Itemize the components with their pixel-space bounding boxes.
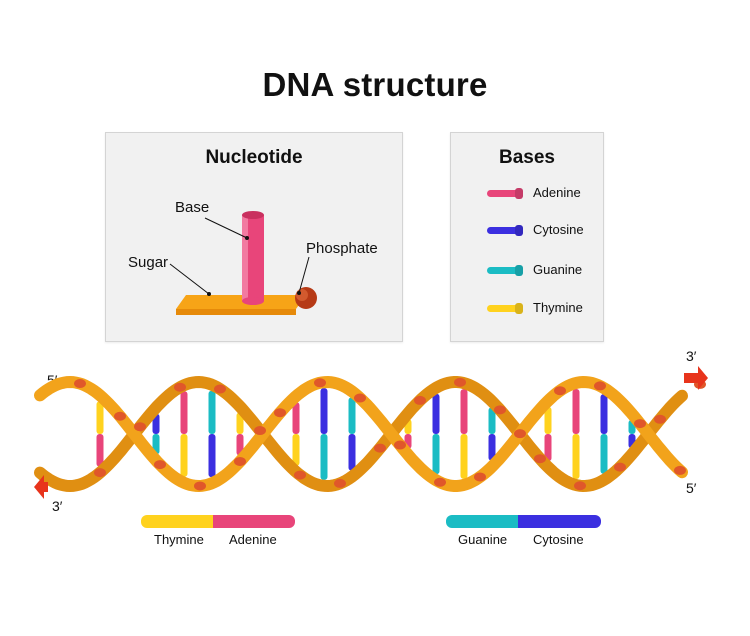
base-pair-top xyxy=(292,402,300,434)
adenine-bar xyxy=(213,515,295,528)
sugar-label: Sugar xyxy=(128,254,169,271)
base-pair-bottom xyxy=(348,434,356,471)
base-pair-bottom xyxy=(432,434,440,475)
cytosine-swatch xyxy=(487,227,519,234)
phosphate-dot xyxy=(414,395,426,405)
nucleotide-heading: Nucleotide xyxy=(205,147,303,168)
phosphate-dot xyxy=(454,377,466,387)
helix-bottom-left-end: 3′ xyxy=(52,498,63,514)
base-pair-top xyxy=(460,389,468,434)
phosphate-dot xyxy=(354,393,366,403)
phosphate-dot xyxy=(174,382,186,392)
base-pair-top xyxy=(544,406,552,434)
base-pair-top xyxy=(208,390,216,434)
cytosine-bar xyxy=(518,515,601,528)
guanine-swatch xyxy=(487,267,519,274)
base-pair-top xyxy=(320,388,328,434)
phosphate-dot xyxy=(474,472,486,482)
pair-label-guanine: Guanine xyxy=(458,532,508,547)
base-pair-bottom xyxy=(208,434,216,478)
phosphate-dot xyxy=(334,478,346,488)
phosphate-dot xyxy=(314,378,326,388)
phosphate-dot xyxy=(594,381,606,391)
legend-label: Thymine xyxy=(533,300,583,315)
base-pair-bottom xyxy=(236,434,244,456)
page-title: DNA structure xyxy=(262,66,488,103)
pair-label-adenine: Adenine xyxy=(229,532,277,547)
bases-heading: Bases xyxy=(499,147,555,168)
phosphate-label: Phosphate xyxy=(306,240,378,257)
phosphate-dot xyxy=(574,481,586,491)
pair-label-thymine: Thymine xyxy=(154,532,204,547)
helix-bottom-right-end: 5′ xyxy=(686,480,697,496)
bases-panel: Bases Adenine Cytosine Guanine Thymine xyxy=(450,132,604,342)
phosphate-dot xyxy=(654,414,666,424)
phosphate-dot xyxy=(294,470,306,480)
base-pair-top xyxy=(600,394,608,434)
adenine-swatch xyxy=(487,190,519,197)
base-pair-top xyxy=(180,391,188,434)
base-pair-top xyxy=(432,393,440,434)
phosphate-dot xyxy=(74,379,86,389)
phosphate-dot xyxy=(374,443,386,453)
base-pair-bottom xyxy=(600,434,608,474)
base-pair-top xyxy=(236,412,244,434)
pair-label-cytosine: Cytosine xyxy=(533,532,584,547)
phosphate-dot xyxy=(514,429,526,439)
nucleotide-panel: Nucleotide Base Sugar Phosphate xyxy=(105,132,403,342)
base-pair-bottom xyxy=(292,434,300,466)
phosphate-dot xyxy=(394,440,406,450)
phosphate-dot xyxy=(214,384,226,394)
phosphate-dot xyxy=(194,481,206,491)
phosphate-dot xyxy=(94,468,106,478)
phosphate-dot xyxy=(494,405,506,415)
phosphate-dot xyxy=(614,462,626,472)
left-arrow-icon xyxy=(34,475,48,499)
helix-top-right-end: 3′ xyxy=(686,348,697,364)
helix-top-left-end: 5′ xyxy=(47,372,58,388)
thymine-swatch xyxy=(487,305,519,312)
base-pair-bottom xyxy=(572,434,580,480)
legend-label: Guanine xyxy=(533,262,583,277)
phosphate-dot xyxy=(534,454,546,464)
base-pair-top xyxy=(348,397,356,434)
base-pair-bottom xyxy=(320,434,328,480)
phosphate-dot xyxy=(114,411,126,421)
base-pair-top xyxy=(488,407,496,434)
legend-label: Cytosine xyxy=(533,222,584,237)
phosphate-dot xyxy=(434,477,446,487)
phosphate-dot xyxy=(134,422,146,432)
base-label: Base xyxy=(175,199,210,216)
right-arrow-icon xyxy=(684,366,708,390)
phosphate-dot xyxy=(254,426,266,436)
phosphate-dot xyxy=(154,460,166,470)
guanine-bar xyxy=(446,515,526,528)
phosphate-dot xyxy=(274,408,286,418)
base-pair-bottom xyxy=(488,434,496,461)
base-pair-bottom xyxy=(96,434,104,467)
base-pair-bottom xyxy=(544,434,552,462)
base-pair-top xyxy=(572,388,580,434)
base-pair-bottom xyxy=(180,434,188,477)
nucleotide-illustration xyxy=(169,211,317,315)
legend-label: Adenine xyxy=(533,185,581,200)
phosphate-dot xyxy=(634,419,646,429)
thymine-bar xyxy=(141,515,221,528)
base-pair-top xyxy=(96,401,104,434)
phosphate-dot xyxy=(554,386,566,396)
base-pair-bottom xyxy=(460,434,468,479)
phosphate-dot xyxy=(674,465,686,475)
phosphate-dot xyxy=(234,456,246,466)
